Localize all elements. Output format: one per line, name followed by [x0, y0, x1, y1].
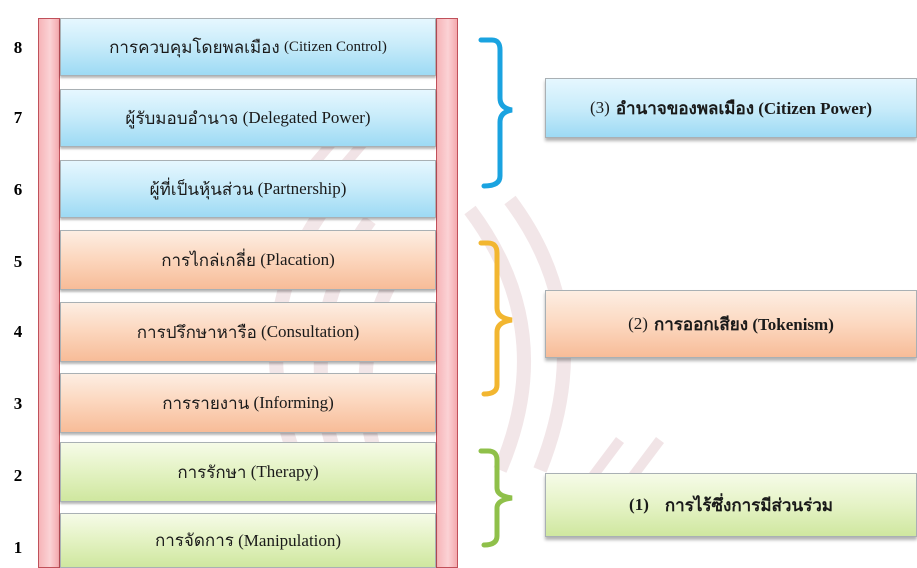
tokenism-bracket [478, 240, 513, 397]
level-number-2: 2 [13, 466, 23, 485]
rung-delegated-power: ผู้รับมอบอำนาจ (Delegated Power) [60, 89, 436, 147]
rung-label-th: การปรึกษาหารือ [136, 322, 257, 342]
group-number: (3) [590, 98, 610, 117]
level-number-3: 3 [13, 394, 23, 413]
rung-manipulation: การจัดการ (Manipulation) [60, 513, 436, 568]
level-number-4: 4 [13, 322, 23, 341]
rung-consultation: การปรึกษาหารือ (Consultation) [60, 302, 436, 362]
rung-citizen-control: การควบคุมโดยพลเมือง (Citizen Control) [60, 18, 436, 76]
rung-label-th: การไกล่เกลี่ย [161, 250, 256, 270]
group-label: การไร้ซึ่งการมีส่วนร่วม [664, 495, 833, 515]
rung-therapy: การรักษา (Therapy) [60, 442, 436, 502]
citizen-power-bracket [478, 37, 513, 189]
group-label: อำนาจของพลเมือง (Citizen Power) [615, 98, 872, 118]
group-number: (1) [629, 495, 649, 514]
rung-label-th: ผู้ที่เป็นหุ้นส่วน [149, 179, 254, 199]
rung-label-en: (Citizen Control) [283, 38, 387, 55]
rung-placation: การไกล่เกลี่ย (Placation) [60, 230, 436, 290]
rung-label-en: (Delegated Power) [242, 108, 371, 127]
level-number-6: 6 [13, 180, 23, 199]
rung-label-en: (Manipulation) [238, 530, 342, 550]
rung-informing: การรายงาน (Informing) [60, 373, 436, 433]
rung-label-en: (Informing) [253, 393, 334, 412]
level-number-8: 8 [13, 38, 23, 57]
rung-label-en: (Therapy) [250, 462, 319, 481]
level-number-1: 1 [13, 538, 23, 557]
group-tokenism: (2) การออกเสียง (Tokenism) [545, 290, 917, 358]
group-non-participation: (1) การไร้ซึ่งการมีส่วนร่วม [545, 473, 917, 537]
rung-label-en: (Consultation) [261, 322, 360, 341]
level-number-5: 5 [13, 252, 23, 271]
rung-label-th: การรายงาน [162, 393, 250, 413]
rung-label-th: การจัดการ [154, 531, 234, 550]
group-label: การออกเสียง (Tokenism) [653, 314, 834, 334]
group-number: (2) [628, 314, 648, 333]
level-number-7: 7 [13, 108, 23, 127]
rung-label-en: (Partnership) [257, 179, 347, 198]
rung-label-th: การควบคุมโดยพลเมือง [109, 37, 280, 57]
rung-label-th: การรักษา [177, 462, 247, 482]
rung-label-en: (Placation) [260, 250, 335, 269]
non-participation-bracket [478, 448, 513, 548]
group-citizen-power: (3) อำนาจของพลเมือง (Citizen Power) [545, 78, 917, 138]
rung-partnership: ผู้ที่เป็นหุ้นส่วน (Partnership) [60, 160, 436, 218]
rung-label-th: ผู้รับมอบอำนาจ [125, 108, 239, 128]
